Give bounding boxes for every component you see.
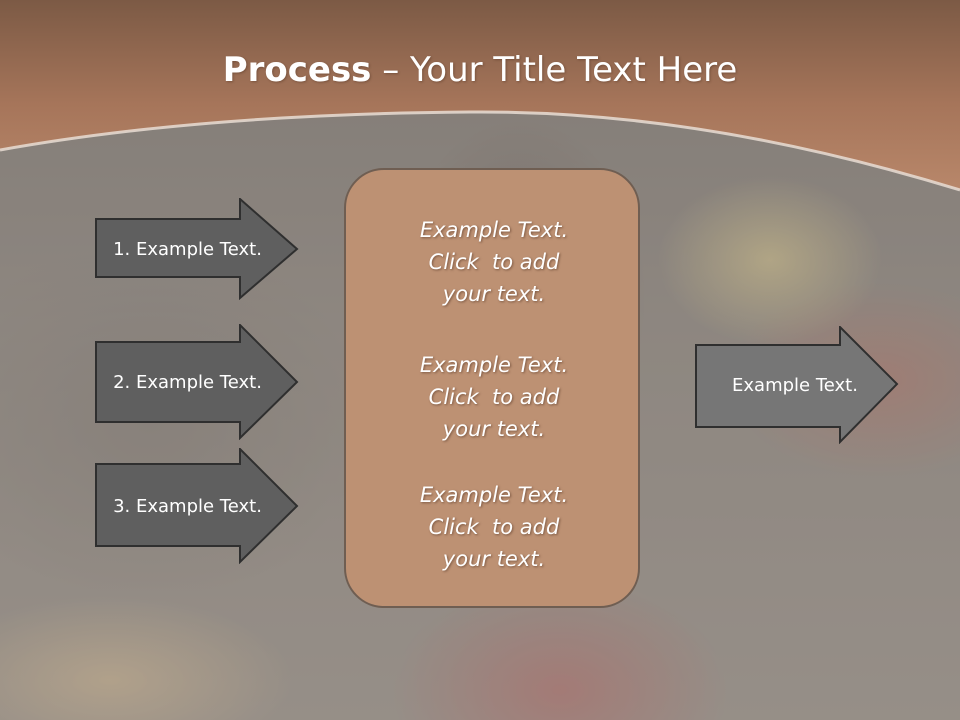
left-arrow-3-label: 3. Example Text.	[113, 495, 262, 517]
slide-title[interactable]: Process – Your Title Text Here	[0, 50, 960, 90]
title-bold: Process	[222, 50, 372, 90]
arrow-shape	[95, 198, 299, 300]
right-arrow[interactable]: Example Text.	[695, 326, 900, 444]
title-rest: – Your Title Text Here	[371, 50, 738, 90]
left-arrow-1[interactable]: 1. Example Text.	[95, 198, 300, 300]
text-line: Click to add	[428, 250, 560, 274]
left-arrow-1-label: 1. Example Text.	[113, 238, 262, 260]
left-arrow-3[interactable]: 3. Example Text.	[95, 448, 300, 564]
text-line: your text.	[442, 282, 546, 306]
text-block-1[interactable]: Example Text. Click to add your text.	[346, 214, 642, 310]
left-arrow-2[interactable]: 2. Example Text.	[95, 324, 300, 440]
text-line: your text.	[442, 417, 546, 441]
text-line: your text.	[442, 547, 546, 571]
text-line: Click to add	[428, 385, 560, 409]
text-block-2[interactable]: Example Text. Click to add your text.	[346, 349, 642, 445]
text-line: Example Text.	[419, 353, 569, 377]
text-line: Click to add	[428, 515, 560, 539]
arrow-shape	[95, 448, 299, 564]
text-line: Example Text.	[419, 483, 569, 507]
right-arrow-label: Example Text.	[732, 374, 858, 396]
text-block-3[interactable]: Example Text. Click to add your text.	[346, 479, 642, 575]
arrow-shape	[95, 324, 299, 440]
text-line: Example Text.	[419, 218, 569, 242]
arrow-shape	[695, 326, 899, 444]
title-header-band	[0, 0, 960, 192]
center-text-box[interactable]: Example Text. Click to add your text. Ex…	[344, 168, 640, 608]
left-arrow-2-label: 2. Example Text.	[113, 371, 262, 393]
